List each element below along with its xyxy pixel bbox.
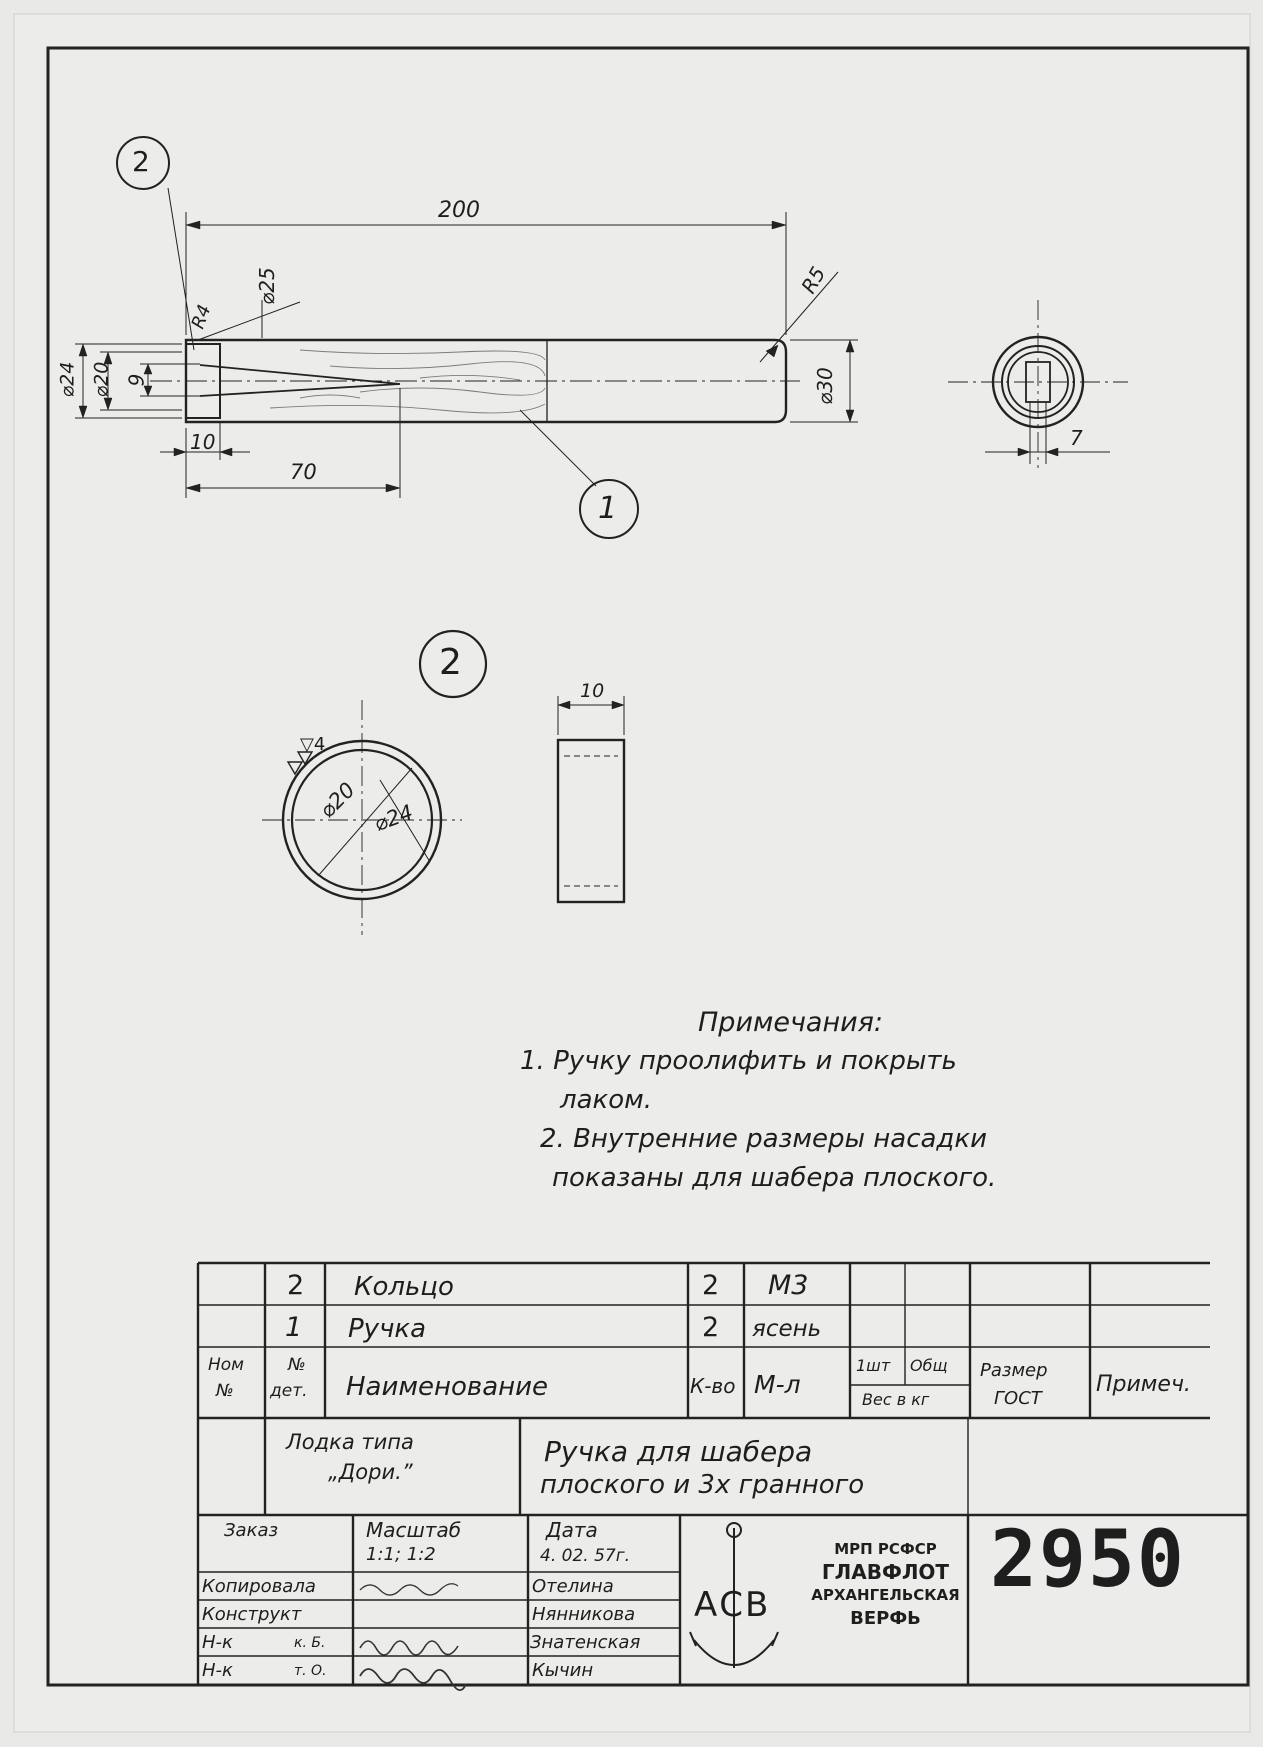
header-remark: Примеч. bbox=[1096, 1372, 1191, 1397]
leader-callout-2 bbox=[167, 187, 195, 351]
end-view-inner-circle bbox=[1007, 351, 1069, 413]
callout-label-1: 1 bbox=[598, 491, 618, 526]
organization-line: ГЛАВФЛОТ bbox=[821, 1560, 950, 1584]
logo-letters: АСВ bbox=[694, 1585, 771, 1625]
callout-circle-2 bbox=[116, 136, 170, 190]
role-label: Копировала bbox=[202, 1576, 316, 1597]
header-det: № bbox=[288, 1355, 306, 1375]
dim-label-10: 10 bbox=[190, 430, 216, 454]
header-size: ГОСТ bbox=[994, 1388, 1042, 1409]
header-size: Размер bbox=[980, 1360, 1048, 1381]
role-name: Отелина bbox=[532, 1576, 614, 1597]
detail-view bbox=[262, 629, 626, 935]
detail-callout-label: 2 bbox=[439, 642, 462, 683]
header-qty: К-во bbox=[690, 1374, 736, 1398]
dim-label-200: 200 bbox=[438, 198, 480, 223]
sheet-number: 2950 bbox=[990, 1515, 1186, 1605]
part-material: ясень bbox=[752, 1316, 822, 1342]
header-material: М-л bbox=[754, 1370, 801, 1399]
handle-outline bbox=[184, 338, 788, 424]
header-weight: Общ bbox=[910, 1356, 948, 1375]
surface-finish-label: ▽4 bbox=[300, 734, 326, 755]
end-view bbox=[948, 300, 1128, 468]
part-material: М3 bbox=[768, 1270, 809, 1301]
dim-line-d20-detail bbox=[317, 767, 413, 877]
end-view-outer-circle bbox=[991, 335, 1085, 429]
part-qty: 2 bbox=[702, 1270, 720, 1301]
main-view bbox=[75, 136, 858, 539]
header-name: Наименование bbox=[346, 1372, 549, 1402]
role-sub: к. Б. bbox=[294, 1635, 326, 1651]
scale-label: Масштаб bbox=[366, 1518, 462, 1542]
surface-finish-mark bbox=[296, 751, 314, 766]
leader-callout-1 bbox=[519, 409, 597, 487]
part-det: 1 bbox=[285, 1312, 303, 1343]
scale-value: 1:1; 1:2 bbox=[366, 1544, 436, 1565]
signature bbox=[359, 1640, 459, 1656]
dim-line-d24-detail bbox=[379, 779, 431, 863]
part-qty: 2 bbox=[702, 1312, 720, 1343]
header-weight: Вес в кг bbox=[862, 1390, 930, 1409]
detail-dim-10: 10 bbox=[580, 680, 605, 702]
signature bbox=[359, 1668, 467, 1691]
role-label: Конструкт bbox=[202, 1604, 302, 1625]
drawing-title: Ручка для шабера bbox=[544, 1435, 813, 1468]
part-det: 2 bbox=[287, 1270, 305, 1301]
leader-d25 bbox=[197, 301, 301, 341]
callout-label-2: 2 bbox=[132, 145, 150, 178]
drawing-title: плоского и 3х гранного bbox=[540, 1470, 865, 1500]
notes-line: 1. Ручку проолифить и покрыть bbox=[520, 1046, 957, 1076]
header-det: дет. bbox=[270, 1381, 308, 1401]
role-name: Нянникова bbox=[532, 1604, 636, 1625]
notes-line: лаком. bbox=[560, 1085, 653, 1115]
role-label: Н-к bbox=[202, 1660, 233, 1681]
date-label: Дата bbox=[546, 1518, 598, 1542]
notes-heading: Примечания: bbox=[698, 1007, 884, 1038]
ring-side-view bbox=[556, 738, 626, 904]
role-name: Знатенская bbox=[530, 1632, 641, 1653]
date-value: 4. 02. 57г. bbox=[540, 1546, 631, 1566]
header-pos: Ном bbox=[208, 1355, 245, 1375]
paper-edge bbox=[13, 13, 1251, 1733]
part-name: Ручка bbox=[348, 1314, 427, 1344]
dim-label-7: 7 bbox=[1070, 426, 1083, 450]
end-view-ring bbox=[1001, 345, 1075, 419]
signature bbox=[359, 1583, 459, 1596]
callout-circle-1 bbox=[579, 479, 639, 539]
organization-block: МРП РСФСР ГЛАВФЛОТ АРХАНГЕЛЬСКАЯ ВЕРФЬ bbox=[798, 1538, 973, 1630]
title-block-grid bbox=[196, 1261, 1248, 1685]
shipyard-logo bbox=[689, 1522, 779, 1668]
ring-outer bbox=[281, 739, 443, 901]
project-name: Лодка типа bbox=[286, 1430, 414, 1454]
order-label: Заказ bbox=[224, 1520, 279, 1541]
tang-slot-end bbox=[1025, 361, 1051, 403]
header-weight: 1шт bbox=[856, 1356, 891, 1375]
organization-line: ВЕРФЬ bbox=[850, 1608, 921, 1629]
dim-label-70: 70 bbox=[290, 460, 317, 484]
organization-line: АРХАНГЕЛЬСКАЯ bbox=[811, 1586, 960, 1604]
ring-inner bbox=[290, 748, 434, 892]
notes-block: Примечания: 1. Ручку проолифить и покрыт… bbox=[520, 1003, 996, 1198]
header-pos: № bbox=[216, 1381, 234, 1401]
leader-r5 bbox=[759, 271, 839, 363]
part-name: Кольцо bbox=[354, 1272, 454, 1302]
notes-line: показаны для шабера плоского. bbox=[552, 1163, 997, 1193]
notes-line: 2. Внутренние размеры насадки bbox=[540, 1124, 988, 1154]
role-label: Н-к bbox=[202, 1632, 233, 1653]
drawing-frame bbox=[46, 46, 1250, 1687]
project-name: „Дори.” bbox=[328, 1460, 413, 1484]
organization-line: МРП РСФСР bbox=[834, 1540, 937, 1558]
tang-slot bbox=[199, 364, 401, 397]
role-name: Кычин bbox=[532, 1660, 594, 1681]
detail-callout-circle bbox=[418, 629, 488, 699]
role-sub: т. О. bbox=[294, 1663, 327, 1679]
